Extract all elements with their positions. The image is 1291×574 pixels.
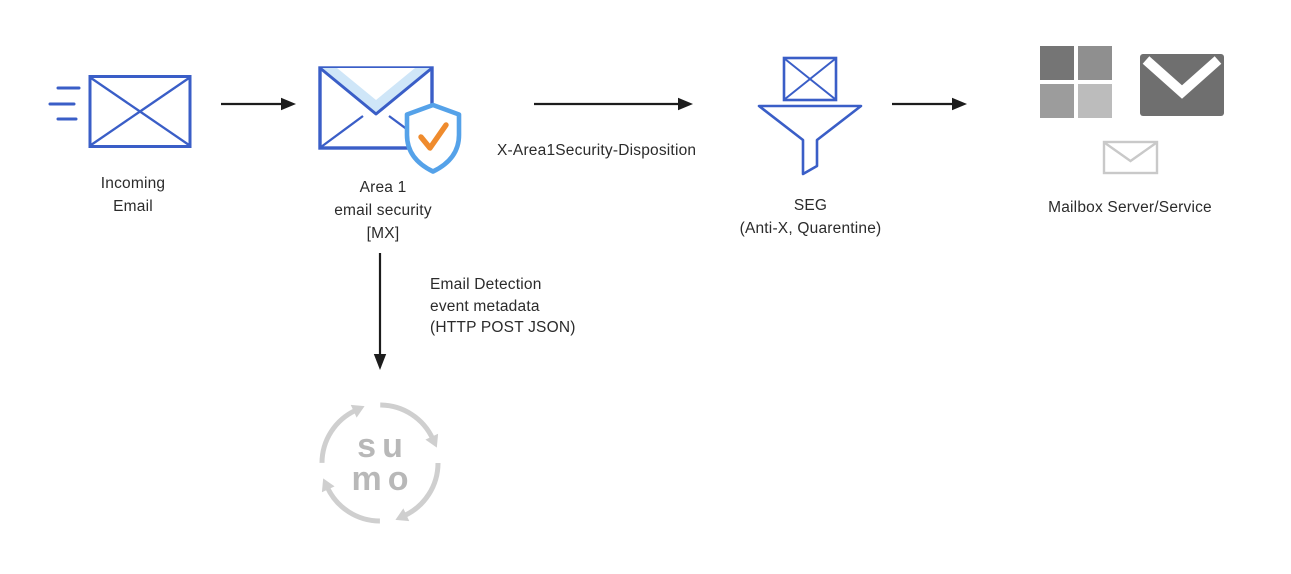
label-line: event metadata	[430, 297, 540, 315]
label-line: Email Detection	[430, 276, 542, 293]
mailbox-label: Mailbox Server/Service	[1030, 196, 1230, 219]
disposition-header-label: X-Area1Security-Disposition	[497, 142, 697, 159]
arrowhead	[321, 478, 335, 493]
arrowhead	[678, 97, 693, 111]
label-line: Area 1	[359, 179, 407, 196]
funnel-icon	[757, 104, 863, 176]
arrowhead	[281, 97, 296, 111]
arrow-seg-to-mailbox	[892, 97, 967, 111]
arrowhead	[952, 97, 967, 111]
label-line: email security	[334, 202, 432, 219]
label-line: Mailbox Server/Service	[1048, 199, 1212, 216]
area1-label: Area 1 email security [MX]	[318, 176, 448, 245]
envelope-icon	[88, 75, 192, 148]
envelope-icon	[782, 56, 838, 102]
circular-arrows-icon	[319, 402, 441, 524]
label-line: Email	[113, 198, 153, 215]
label-line: Incoming	[100, 175, 166, 192]
label-line: [MX]	[366, 225, 400, 242]
arrowhead	[395, 508, 410, 522]
checkmark-icon	[418, 122, 449, 151]
sumo-logic-logo	[319, 402, 441, 524]
seg-label: SEG (Anti-X, Quarentine)	[728, 194, 893, 240]
sumo-logo-wordmark: su mo	[312, 395, 448, 531]
label-line: (HTTP POST JSON)	[430, 319, 576, 336]
arrow-area1-to-seg	[534, 97, 693, 111]
sumo-text-line: su	[357, 427, 409, 465]
arrowhead	[350, 404, 365, 418]
incoming-email-icon	[48, 75, 192, 148]
incoming-email-label: Incoming Email	[63, 172, 203, 218]
metadata-label: Email Detection event metadata (HTTP POS…	[430, 274, 650, 339]
gmail-icon	[1140, 54, 1224, 116]
area1-email-security-icon	[318, 66, 462, 174]
mailbox-icons	[1040, 46, 1224, 175]
arrow-incoming-to-area1	[221, 97, 296, 111]
small-envelope-icon	[1102, 140, 1159, 175]
envelope-icon	[318, 66, 434, 150]
shield-check-icon	[404, 102, 462, 174]
arrowhead	[373, 354, 387, 370]
label-line: SEG	[793, 197, 828, 214]
microsoft-logo-icon	[1040, 46, 1112, 118]
arrowhead	[425, 433, 439, 448]
arrow-area1-to-sumo	[373, 253, 387, 370]
sumo-text-line: mo	[351, 460, 415, 498]
label-line: (Anti-X, Quarentine)	[739, 220, 882, 237]
seg-icon	[757, 56, 863, 176]
